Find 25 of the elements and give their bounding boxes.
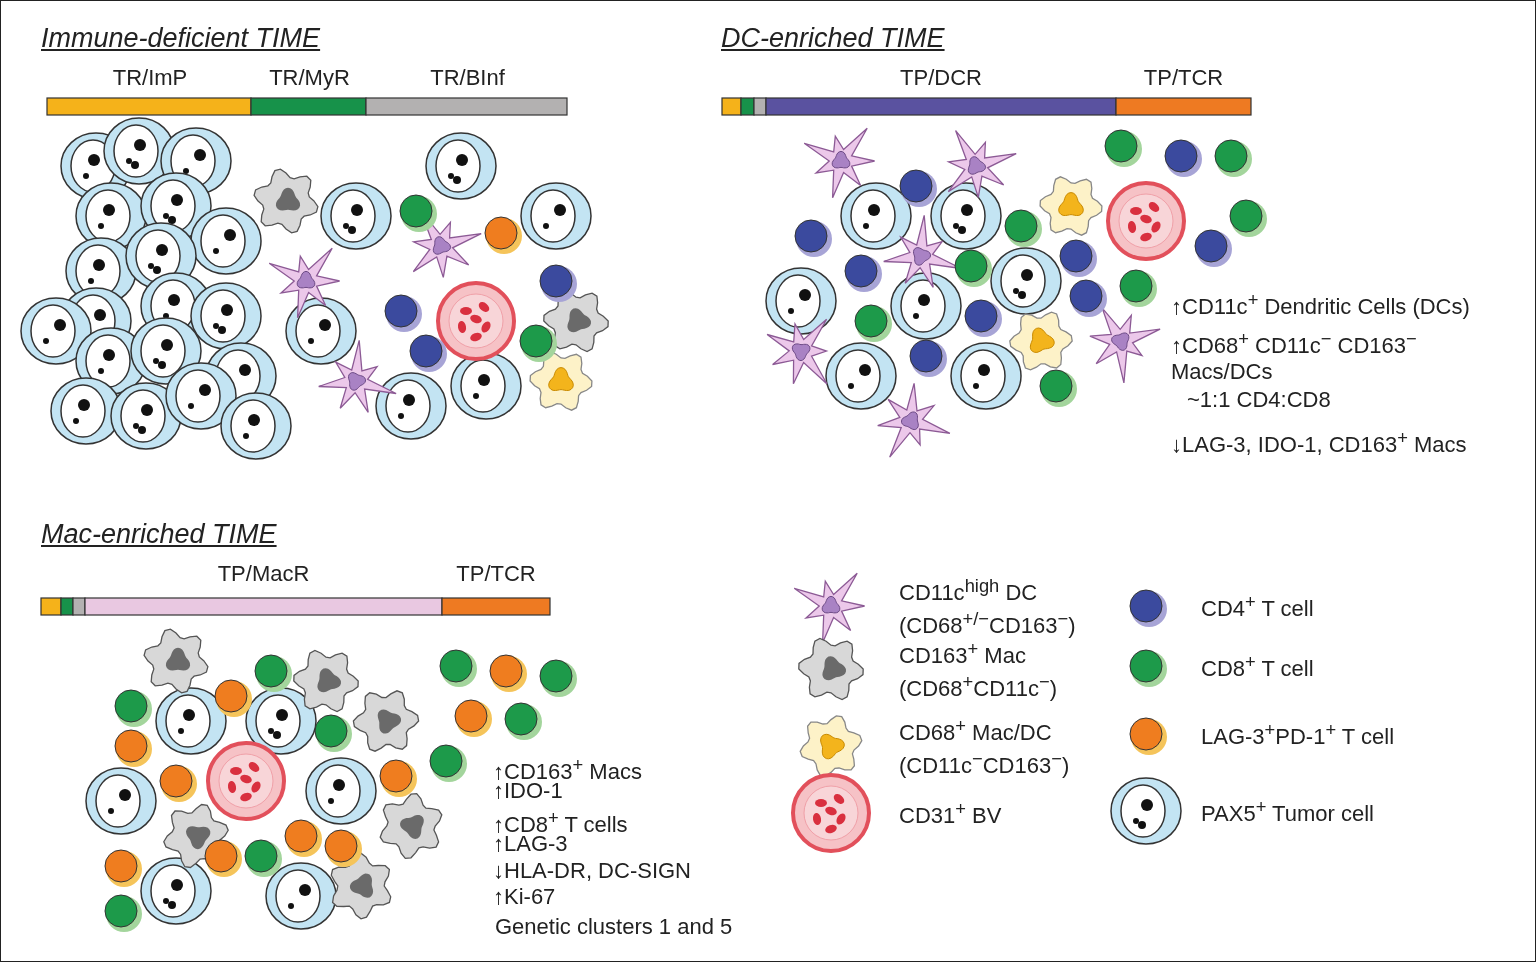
- legend-label: CD31$^{+}$ BV: [899, 797, 1002, 830]
- panel-title: DC-enriched TIME: [721, 22, 945, 55]
- bar-segment-label: TP/TCR: [1142, 65, 1225, 91]
- annotation-text: ↓LAG-3, IDO-1, CD163$^{+}$ Macs: [1171, 426, 1467, 459]
- legend-label: LAG-3$^{+}$PD-1$^{+}$ T cell: [1201, 718, 1395, 751]
- legend-label: CD11c$^{high}$ DC (CD68$^{+/−}$CD163$^{−}$): [899, 573, 1077, 640]
- panel-title: Mac-enriched TIME: [41, 518, 277, 551]
- bar-segment-label: TR/MyR: [268, 65, 351, 91]
- panel-title: Immune-deficient TIME: [41, 22, 321, 55]
- legend-label: CD4$^{+}$ T cell: [1201, 590, 1314, 623]
- bar-segment-label: TR/ImP: [111, 65, 189, 91]
- bar-segment-label: TP/MacR: [216, 561, 311, 587]
- bar-segment-label: TP/TCR: [455, 561, 537, 587]
- bar-segment-label: TR/BInf: [429, 65, 506, 91]
- bar-segment-label: TP/DCR: [899, 65, 983, 91]
- legend-label: CD68$^{+}$ Mac/DC (CD11c$^{−}$CD163$^{−}$): [899, 713, 1071, 780]
- annotation-text: Genetic clusters 1 and 5: [495, 914, 733, 940]
- annotation-text: ↑Ki-67: [493, 884, 556, 910]
- annotation-text: ↓HLA-DR, DC-SIGN: [493, 858, 691, 884]
- legend-label: PAX5$^{+}$ Tumor cell: [1201, 795, 1374, 828]
- legend-label: CD163$^{+}$ Mac (CD68$^{+}$CD11c$^{−}$): [899, 637, 1058, 703]
- annotation-text: ↑CD11c$^{+}$ Dendritic Cells (DCs): [1171, 288, 1471, 321]
- annotation-text: ~1:1 CD4:CD8: [1187, 387, 1331, 413]
- legend-label: CD8$^{+}$ T cell: [1201, 650, 1314, 683]
- annotation-text: ↑CD68$^{+}$ CD11c$^{−}$ CD163$^{−}$ Macs/DCs: [1171, 327, 1418, 386]
